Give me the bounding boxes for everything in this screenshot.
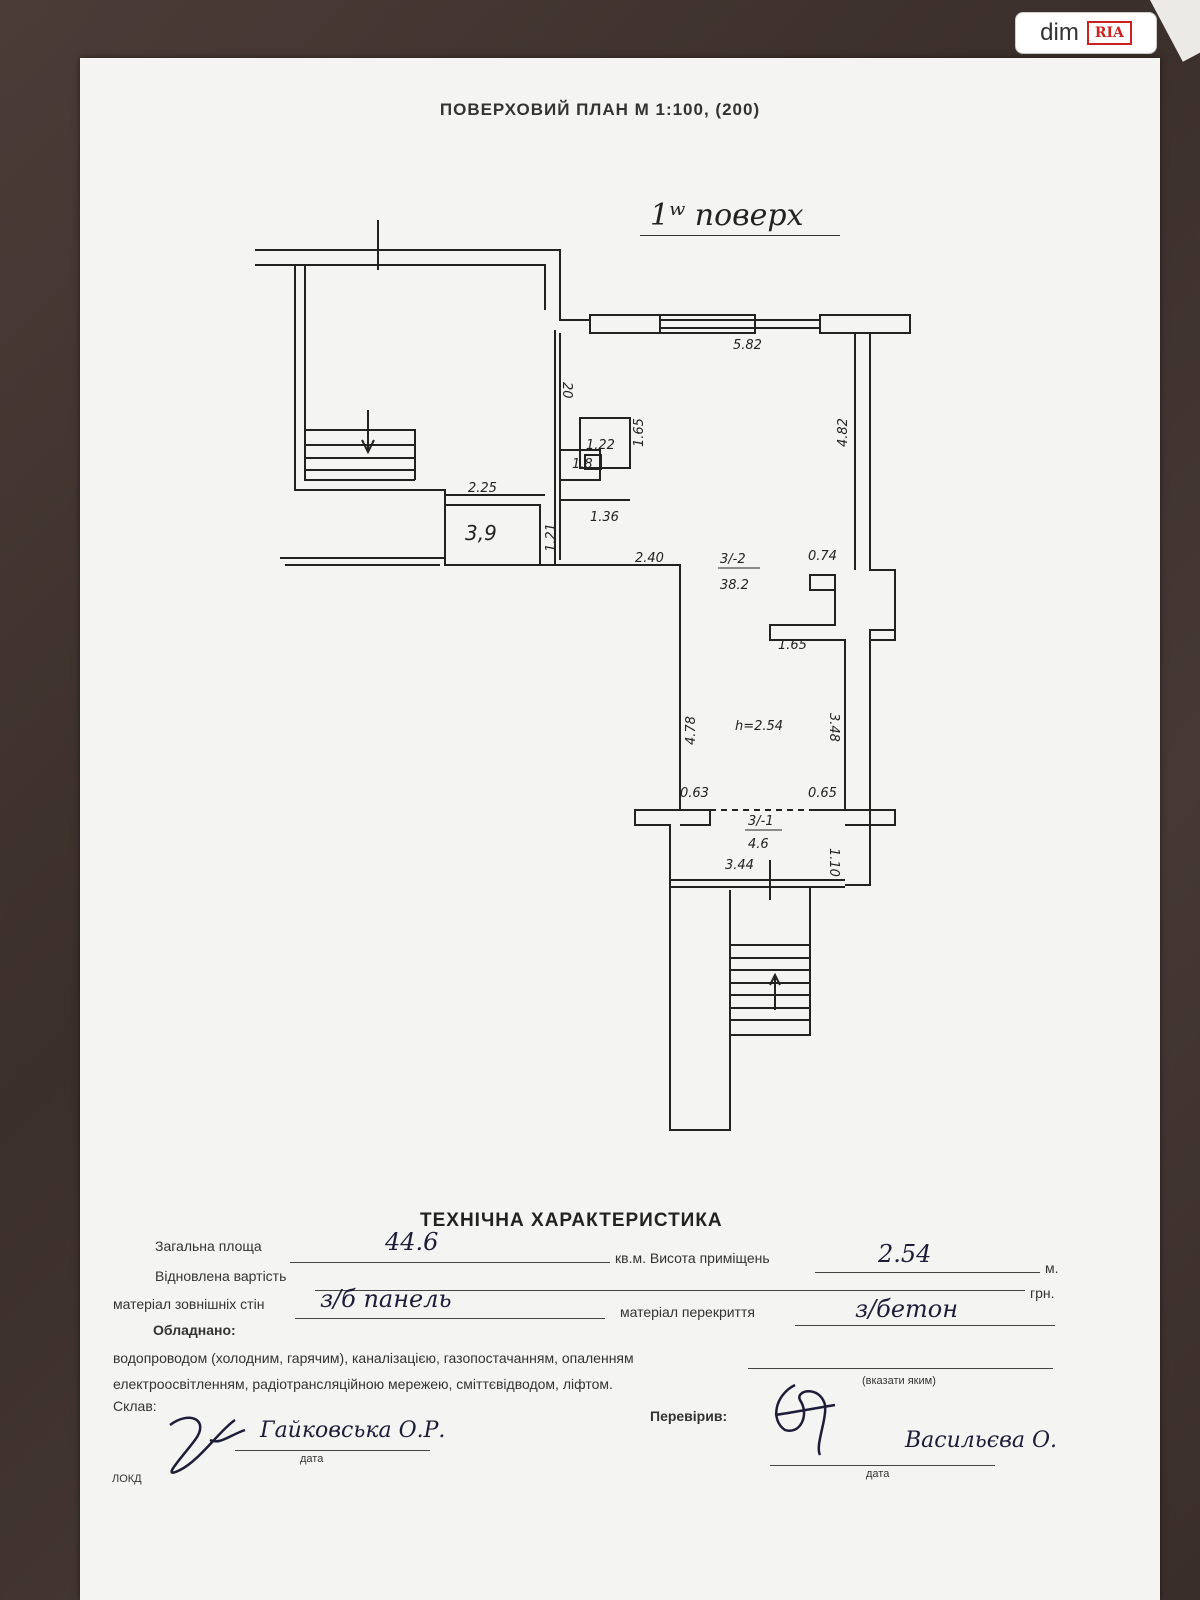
checker-signature [774, 1383, 836, 1456]
composer-underline [235, 1450, 430, 1451]
composer-date-label: дата [300, 1453, 324, 1465]
walls-underline [295, 1318, 605, 1319]
composed-label: Склав: [113, 1398, 157, 1414]
checker-underline [770, 1465, 995, 1466]
dim-1-10: 1.10 [826, 848, 841, 877]
dim-0-65: 0.65 [808, 786, 837, 801]
plan-walls [255, 220, 911, 1131]
area-unit-height-label: кв.м. Висота приміщень [615, 1250, 770, 1266]
floor-label: 1ʷ поверх [650, 198, 804, 233]
height-unit: м. [1045, 1260, 1059, 1276]
total-area-label: Загальна площа [155, 1238, 262, 1254]
dim-1-21: 1.21 [544, 523, 559, 552]
composer-name: Гайковська О.Р. [260, 1418, 446, 1443]
dim-3-9: 3,9 [465, 521, 497, 545]
dim-2-40: 2.40 [635, 551, 664, 566]
dim-3-48: 3.48 [826, 713, 841, 742]
specify-note: (вказати яким) [862, 1375, 936, 1387]
tech-section-title: ТЕХНІЧНА ХАРАКТЕРИСТИКА [420, 1210, 723, 1231]
equipped-underline [748, 1368, 1053, 1369]
dim-1-65: 1.65 [778, 638, 807, 653]
checker-name: Васильєва О. [905, 1428, 1058, 1453]
dimria-watermark: dim RIA [1015, 12, 1157, 54]
wc-dim-c: 1.65 [632, 418, 647, 447]
height-underline [815, 1272, 1040, 1273]
total-area-value: 44.6 [385, 1228, 439, 1256]
dim-4-82: 4.82 [836, 418, 851, 447]
lokd-label: ЛОКД [112, 1473, 142, 1485]
walls-material-value: з/б панель [320, 1285, 452, 1313]
hall-area: 4.6 [748, 837, 769, 852]
plan-title: ПОВЕРХОВИЙ ПЛАН М 1:100, (200) [439, 100, 761, 119]
dim-5-82: 5.82 [733, 338, 762, 353]
walls-material-label: матеріал зовнішніх стін [113, 1296, 265, 1312]
ceiling-material-label: матеріал перекриття [620, 1304, 755, 1320]
ceiling-underline [795, 1325, 1055, 1326]
wc-dim-b: 1.8 [572, 457, 593, 472]
dim-3-44: 3.44 [725, 858, 754, 873]
watermark-brand: RIA [1086, 21, 1132, 45]
hall-number: 3/-1 [748, 814, 774, 829]
dim-1-36: 1.36 [590, 510, 619, 525]
floor-underline [640, 235, 840, 236]
cost-unit: грн. [1030, 1285, 1055, 1301]
dim-0-63: 0.63 [680, 786, 709, 801]
ceiling-material-value: з/бетон [855, 1295, 959, 1323]
cost-underline [315, 1290, 1025, 1291]
height-value: 2.54 [878, 1240, 932, 1268]
dim-20: 20 [559, 382, 574, 399]
checked-label: Перевірив: [650, 1408, 728, 1424]
equipped-label: Обладнано: [153, 1322, 236, 1338]
total-area-underline [290, 1262, 610, 1263]
dim-0-74: 0.74 [808, 549, 837, 564]
watermark-site: dim [1040, 19, 1079, 46]
dim-4-78: 4.78 [684, 716, 699, 745]
composer-signature [169, 1416, 246, 1474]
checker-date-label: дата [866, 1468, 890, 1480]
room-number: 3/-2 [720, 552, 746, 567]
restored-cost-label: Відновлена вартість [155, 1268, 287, 1284]
equipped-line-2: електроосвітленням, радіотрансляційною м… [113, 1376, 613, 1392]
plan-dimensions: 5.82 20 4.82 1.22 1.8 1.65 2.25 1.36 3,9… [465, 338, 851, 877]
room-height: h=2.54 [735, 719, 783, 734]
wc-dim-a: 1.22 [586, 438, 615, 453]
equipped-line-1: водопроводом (холодним, гарячим), каналі… [113, 1350, 634, 1366]
room-area: 38.2 [720, 578, 749, 593]
dim-2-25: 2.25 [468, 481, 497, 496]
